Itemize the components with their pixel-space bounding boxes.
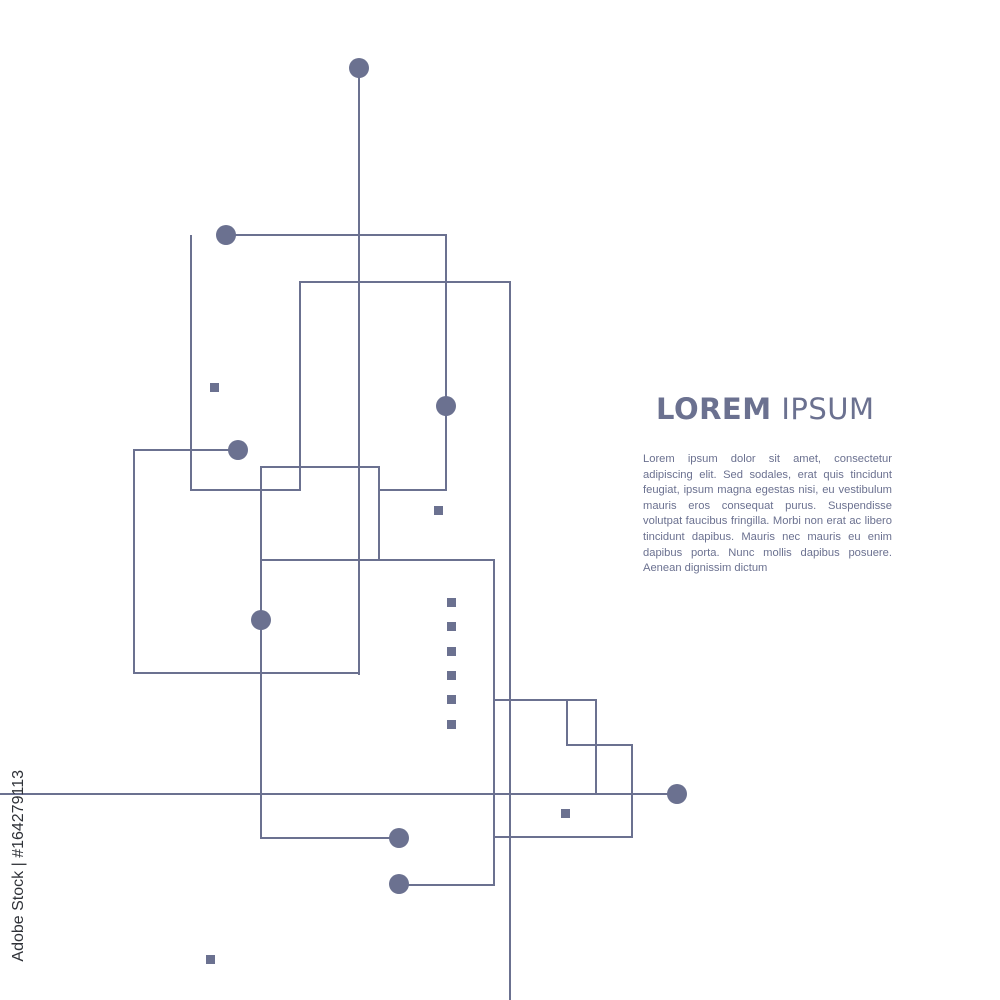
- circuit-line: [494, 699, 597, 794]
- heading: LOREM IPSUM: [656, 392, 875, 426]
- circuit-line: [133, 449, 359, 674]
- square-dot: [447, 598, 456, 607]
- circuit-node: [216, 225, 236, 245]
- square-dot: [447, 622, 456, 631]
- circuit-line: [190, 235, 511, 1000]
- square-dot: [447, 671, 456, 680]
- circuit-line: [260, 560, 399, 839]
- circuit-node: [349, 58, 369, 78]
- circuit-line: [494, 700, 633, 838]
- square-dot: [210, 383, 219, 392]
- circuit-node: [228, 440, 248, 460]
- square-dot: [561, 809, 570, 818]
- square-dot: [447, 720, 456, 729]
- circuit-node: [389, 874, 409, 894]
- stock-id-label: Adobe Stock | #164279113: [10, 770, 27, 962]
- heading-bold-word: LOREM: [656, 392, 772, 426]
- heading-light-word: IPSUM: [781, 392, 875, 426]
- circuit-line: [226, 234, 495, 886]
- circuit-node: [436, 396, 456, 416]
- square-dot: [447, 695, 456, 704]
- circuit-node: [389, 828, 409, 848]
- circuit-node: [251, 610, 271, 630]
- square-dot: [206, 955, 215, 964]
- body-paragraph: Lorem ipsum dolor sit amet, consectetur …: [643, 453, 892, 575]
- circuit-node: [667, 784, 687, 804]
- square-dot: [434, 506, 443, 515]
- square-dot: [447, 647, 456, 656]
